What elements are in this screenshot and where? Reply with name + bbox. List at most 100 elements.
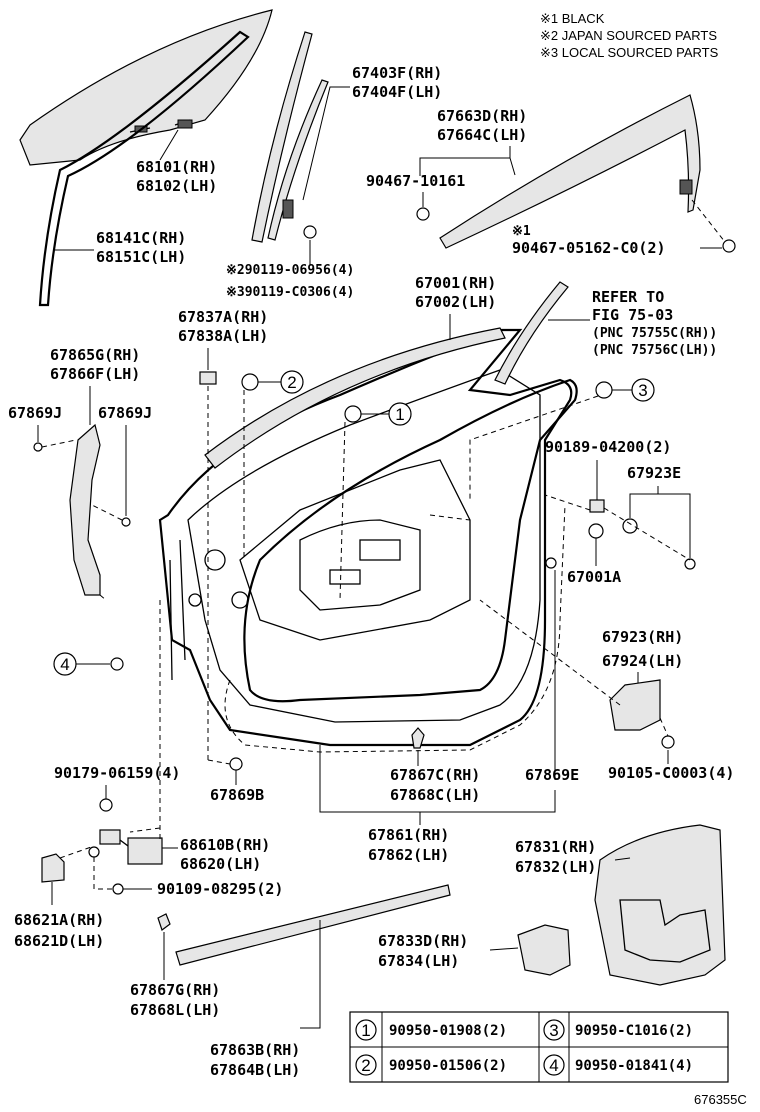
label-90119-06956: ※290119-06956(4) [226, 263, 354, 278]
hinge-cover-68621-drawing [41, 853, 65, 883]
label-90179-06159: 90179-06159(4) [54, 764, 180, 782]
callout-3-text: 3 [638, 381, 647, 400]
legend-num-4-text: 4 [549, 1056, 558, 1075]
door-glass-drawing [19, 9, 273, 166]
label-67404F-lh: 67404F(LH) [352, 83, 442, 101]
door-pillar-garnish-drawing [494, 281, 569, 385]
label-67838A-lh: 67838A(LH) [178, 327, 268, 345]
label-67867G-rh: 67867G(RH) [130, 981, 220, 999]
service-hole-cover-drawing [594, 824, 726, 986]
clip-67869J-left-icon [33, 442, 43, 452]
label-68101-rh: 68101(RH) [136, 158, 217, 176]
label-90189-04200: 90189-04200(2) [545, 438, 671, 456]
label-67866F-lh: 67866F(LH) [50, 365, 140, 383]
label-68141C-rh: 68141C(RH) [96, 229, 186, 247]
label-67833D-rh: 67833D(RH) [378, 932, 468, 950]
glass-run-drawing [38, 30, 250, 307]
label-67837A-rh: 67837A(RH) [178, 308, 268, 326]
label-67834-lh: 67834(LH) [378, 952, 459, 970]
label-90467-black-mark: ※1 [512, 224, 531, 239]
bolt-90189-icon [589, 499, 605, 513]
legend-num-3 [543, 1019, 565, 1041]
label-67869J-right: 67869J [98, 404, 152, 422]
label-67865G-rh: 67865G(RH) [50, 346, 140, 364]
label-67864B-lh: 67864B(LH) [210, 1061, 300, 1079]
note-black: ※1 BLACK [540, 11, 605, 26]
callout-1 [388, 402, 412, 426]
clip-67869E-icon [545, 557, 557, 569]
clip-67867C-icon [411, 727, 425, 749]
label-refer-pnc-rh: (PNC 75755C(RH)) [592, 326, 717, 341]
plug-4-icon [110, 657, 124, 671]
legend-num-3-text: 3 [549, 1021, 558, 1040]
clip-67869B-icon [229, 757, 243, 771]
parts-legend-table: 1 90950-01908(2) 2 90950-01506(2) 3 9095… [349, 1011, 729, 1083]
moulding-end-clip-icon [679, 179, 693, 195]
door-frame-sash-drawing [251, 31, 313, 243]
callout-1-text: 1 [395, 405, 404, 424]
plug-3-icon [595, 381, 613, 399]
label-67403F-rh: 67403F(RH) [352, 64, 442, 82]
legend-num-1-text: 1 [361, 1021, 370, 1040]
legend-part-1: 90950-01908(2) [389, 1023, 507, 1039]
label-68621D-lh: 68621D(LH) [14, 932, 104, 950]
callout-3 [631, 378, 655, 402]
label-90109-08295: 90109-08295(2) [157, 880, 283, 898]
legend-num-4 [543, 1054, 565, 1076]
label-90467-05162-C0: 90467-05162-C0(2) [512, 239, 666, 257]
label-67001A: 67001A [567, 568, 621, 586]
label-90467-10161: 90467-10161 [366, 172, 465, 190]
note-local-sourced: ※3 LOCAL SOURCED PARTS [540, 45, 719, 60]
bolt-90119-icon [303, 225, 317, 239]
screw-90105-icon [661, 735, 675, 749]
door-clip-67837A-icon [199, 371, 217, 385]
label-67924-lh: 67924(LH) [602, 652, 683, 670]
label-67861-rh: 67861(RH) [368, 826, 449, 844]
stopper-67001A-icon [588, 523, 604, 539]
screw-67923E-icon [684, 558, 696, 570]
label-67869J-left: 67869J [8, 404, 62, 422]
legend-part-4: 90950-01841(4) [575, 1058, 693, 1074]
label-67923E: 67923E [627, 464, 681, 482]
label-68151C-lh: 68151C(LH) [96, 248, 186, 266]
label-67832-lh: 67832(LH) [515, 858, 596, 876]
door-edge-garnish-drawing [69, 423, 101, 596]
note-japan-sourced: ※2 JAPAN SOURCED PARTS [540, 28, 717, 43]
label-67868L-lh: 67868L(LH) [130, 1001, 220, 1019]
plug-2-icon [241, 373, 259, 391]
label-68620-lh: 68620(LH) [180, 855, 261, 873]
door-window-frame-drawing [204, 327, 506, 469]
label-67001-rh: 67001(RH) [415, 274, 496, 292]
label-68102-lh: 68102(LH) [136, 177, 217, 195]
roof-moulding-drawing [439, 94, 701, 249]
label-67867C-rh: 67867C(RH) [390, 766, 480, 784]
label-refer-pnc-lh: (PNC 75756C(LH)) [592, 343, 717, 358]
label-67863B-rh: 67863B(RH) [210, 1041, 300, 1059]
label-refer-fig: FIG 75-03 [592, 306, 673, 324]
sash-bracket-icon [282, 199, 294, 219]
door-check-drawing [88, 798, 163, 865]
callout-4-text: 4 [60, 655, 69, 674]
callout-2-text: 2 [287, 373, 296, 392]
label-68610B-rh: 68610B(RH) [180, 836, 270, 854]
inner-cover-67833D-drawing [517, 924, 571, 976]
label-67869B: 67869B [210, 786, 264, 804]
callout-2 [280, 370, 304, 394]
figure-code: 676355C [694, 1092, 747, 1107]
clip-90467-black-icon [722, 239, 736, 253]
legend-num-1 [355, 1019, 377, 1041]
clip-67867G-icon [157, 913, 171, 931]
bolt-90109-icon [112, 883, 124, 895]
label-90119-C0306: ※390119-C0306(4) [226, 285, 354, 300]
label-67862-lh: 67862(LH) [368, 846, 449, 864]
legend-num-2-text: 2 [361, 1056, 370, 1075]
plug-1-icon [344, 405, 362, 423]
label-67923-rh: 67923(RH) [602, 628, 683, 646]
legend-part-3: 90950-C1016(2) [575, 1023, 693, 1039]
legend-part-2: 90950-01506(2) [389, 1058, 507, 1074]
label-67869E: 67869E [525, 766, 579, 784]
clip-67869J-right-icon [121, 517, 131, 527]
label-67664C-lh: 67664C(LH) [437, 126, 527, 144]
door-panel-drawing [158, 328, 573, 747]
